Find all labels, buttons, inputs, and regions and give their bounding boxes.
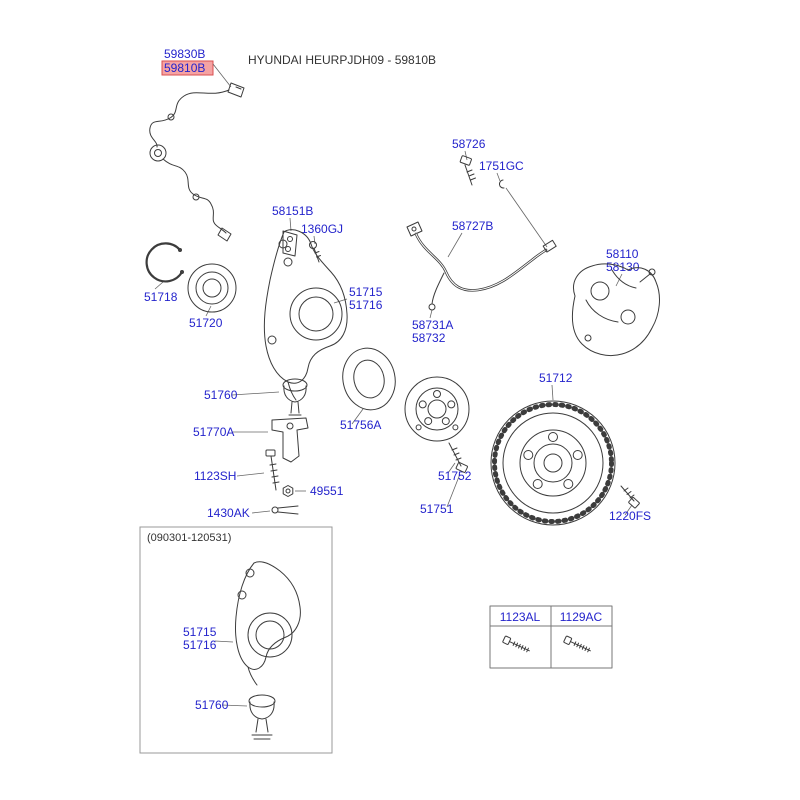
brake-disc-drawing [490, 400, 616, 526]
part-label-1360GJ[interactable]: 1360GJ [301, 222, 343, 236]
part-label-1430AK[interactable]: 1430AK [207, 506, 250, 520]
clip-1751GC-drawing [499, 179, 505, 189]
table-header-1123AL[interactable]: 1123AL [500, 610, 541, 624]
part-label-58732[interactable]: 58732 [412, 331, 446, 345]
part-label-1220FS[interactable]: 1220FS [609, 509, 651, 523]
inset-knuckle-drawing [235, 561, 301, 686]
hub-bolt-drawing [448, 442, 468, 473]
bolt-1123SH-drawing [265, 449, 280, 491]
caliper-drawing [571, 263, 660, 357]
page-title: HYUNDAI HEURPJDH09 - 59810B [248, 53, 436, 67]
abs-sensor-drawing [149, 82, 245, 242]
table-bolt-1123AL-drawing [502, 635, 530, 653]
brake-hose-drawing [406, 221, 557, 311]
part-label-59830B[interactable]: 59830B [164, 47, 205, 61]
hub-drawing [404, 376, 470, 442]
bearing-drawing [187, 263, 237, 313]
inset-caption: (090301-120531) [147, 532, 231, 544]
inset-part-label-51760[interactable]: 51760 [195, 698, 229, 712]
part-label-51756A[interactable]: 51756A [340, 418, 381, 432]
knuckle-drawing [263, 229, 348, 401]
part-label-58731A[interactable]: 58731A [412, 318, 453, 332]
part-label-51716[interactable]: 51716 [349, 298, 383, 312]
hardware-table [489, 605, 613, 669]
bracket-58151B-drawing [282, 230, 298, 257]
inset-part-label-51715[interactable]: 51715 [183, 625, 217, 639]
inset-box [139, 526, 333, 754]
bolt-1220FS-drawing [620, 485, 640, 509]
part-label-58151B[interactable]: 58151B [272, 204, 313, 218]
inset-ball-joint-drawing [248, 694, 276, 740]
part-label-51752[interactable]: 51752 [438, 469, 472, 483]
nut-49551-drawing [282, 485, 294, 497]
ball-joint-drawing [282, 378, 308, 416]
table-header-1129AC[interactable]: 1129AC [560, 610, 603, 624]
part-label-51770A[interactable]: 51770A [193, 425, 234, 439]
part-label-51720[interactable]: 51720 [189, 316, 223, 330]
part-label-49551[interactable]: 49551 [310, 484, 344, 498]
part-label-1123SH[interactable]: 1123SH [194, 469, 236, 483]
inset-part-label-51716[interactable]: 51716 [183, 638, 217, 652]
part-label-58110[interactable]: 58110 [606, 247, 639, 261]
bolt-58726-drawing [459, 155, 476, 186]
selected-part-highlight [161, 60, 214, 76]
part-label-58726[interactable]: 58726 [452, 137, 486, 151]
part-label-59810B[interactable]: 59810B [164, 61, 205, 75]
part-label-51712[interactable]: 51712 [539, 371, 573, 385]
fork-51770A-drawing [271, 417, 309, 463]
snap-ring-drawing [145, 242, 184, 283]
part-label-1751GC[interactable]: 1751GC [479, 159, 524, 173]
cotter-pin-1430AK-drawing [271, 505, 299, 515]
part-label-51760[interactable]: 51760 [204, 388, 238, 402]
part-label-51715[interactable]: 51715 [349, 285, 383, 299]
part-label-58727B[interactable]: 58727B [452, 219, 493, 233]
part-label-51718[interactable]: 51718 [144, 290, 178, 304]
ring-51756A-drawing [342, 347, 396, 411]
table-bolt-1129AC-drawing [563, 635, 591, 653]
part-label-51751[interactable]: 51751 [420, 502, 454, 516]
